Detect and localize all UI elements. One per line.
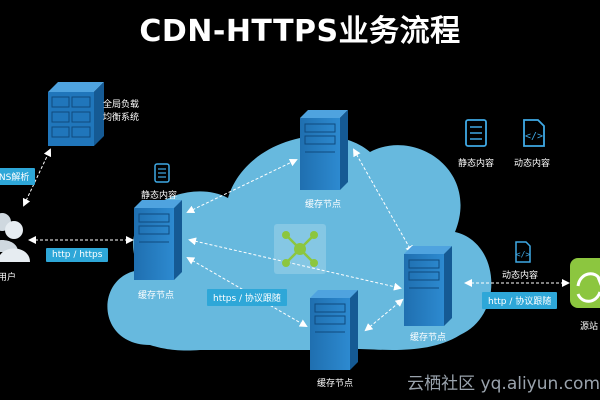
origin-server-icon bbox=[570, 258, 600, 308]
dynamic-code-icon: </> bbox=[515, 241, 531, 263]
legend-dynamic-label: 动态内容 bbox=[514, 159, 551, 169]
user-label: 用户 bbox=[0, 273, 17, 283]
origin-label: 源站 bbox=[580, 322, 599, 332]
scheduler-hub-icon bbox=[274, 224, 326, 274]
legend-static-icon bbox=[465, 119, 487, 147]
gslb-label-line2: 均衡系统 bbox=[103, 113, 140, 123]
cache-node-left-label: 缓存节点 bbox=[138, 291, 175, 301]
gslb-label-line1: 全局负载 bbox=[103, 100, 140, 110]
cache-node-left-icon bbox=[133, 199, 183, 281]
legend-dynamic-icon: </> bbox=[523, 119, 545, 147]
cache-node-top-icon bbox=[299, 109, 349, 191]
watermark: 云栖社区 yq.aliyun.com bbox=[407, 374, 600, 394]
static-content-label: 静态内容 bbox=[141, 191, 178, 201]
link-top-right bbox=[353, 148, 413, 254]
static-doc-icon bbox=[154, 163, 170, 183]
dynamic-content-label: 动态内容 bbox=[502, 271, 539, 281]
cache-node-right-label: 缓存节点 bbox=[410, 333, 447, 343]
gslb-server-icon bbox=[48, 82, 104, 146]
svg-text:</>: </> bbox=[516, 250, 531, 259]
legend-static-label: 静态内容 bbox=[458, 159, 495, 169]
cache-node-bottom-icon bbox=[309, 289, 359, 371]
cache-node-top-label: 缓存节点 bbox=[305, 200, 342, 210]
svg-text:</>: </> bbox=[525, 131, 543, 142]
cache-node-bottom-label: 缓存节点 bbox=[317, 379, 354, 389]
link-bottom-right bbox=[364, 298, 404, 332]
users-icon bbox=[0, 213, 30, 262]
link-user-dns bbox=[22, 148, 52, 207]
http-follow-tag: http / 协议跟随 bbox=[482, 292, 558, 309]
dns-tag: DNS解析 bbox=[0, 168, 36, 185]
https-follow-tag: https / 协议跟随 bbox=[207, 289, 287, 306]
page-title: CDN-HTTPS业务流程 bbox=[139, 14, 461, 49]
link-left-bottom bbox=[186, 257, 308, 327]
http-https-tag: http / https bbox=[46, 248, 109, 262]
cache-node-right-icon bbox=[403, 245, 453, 327]
